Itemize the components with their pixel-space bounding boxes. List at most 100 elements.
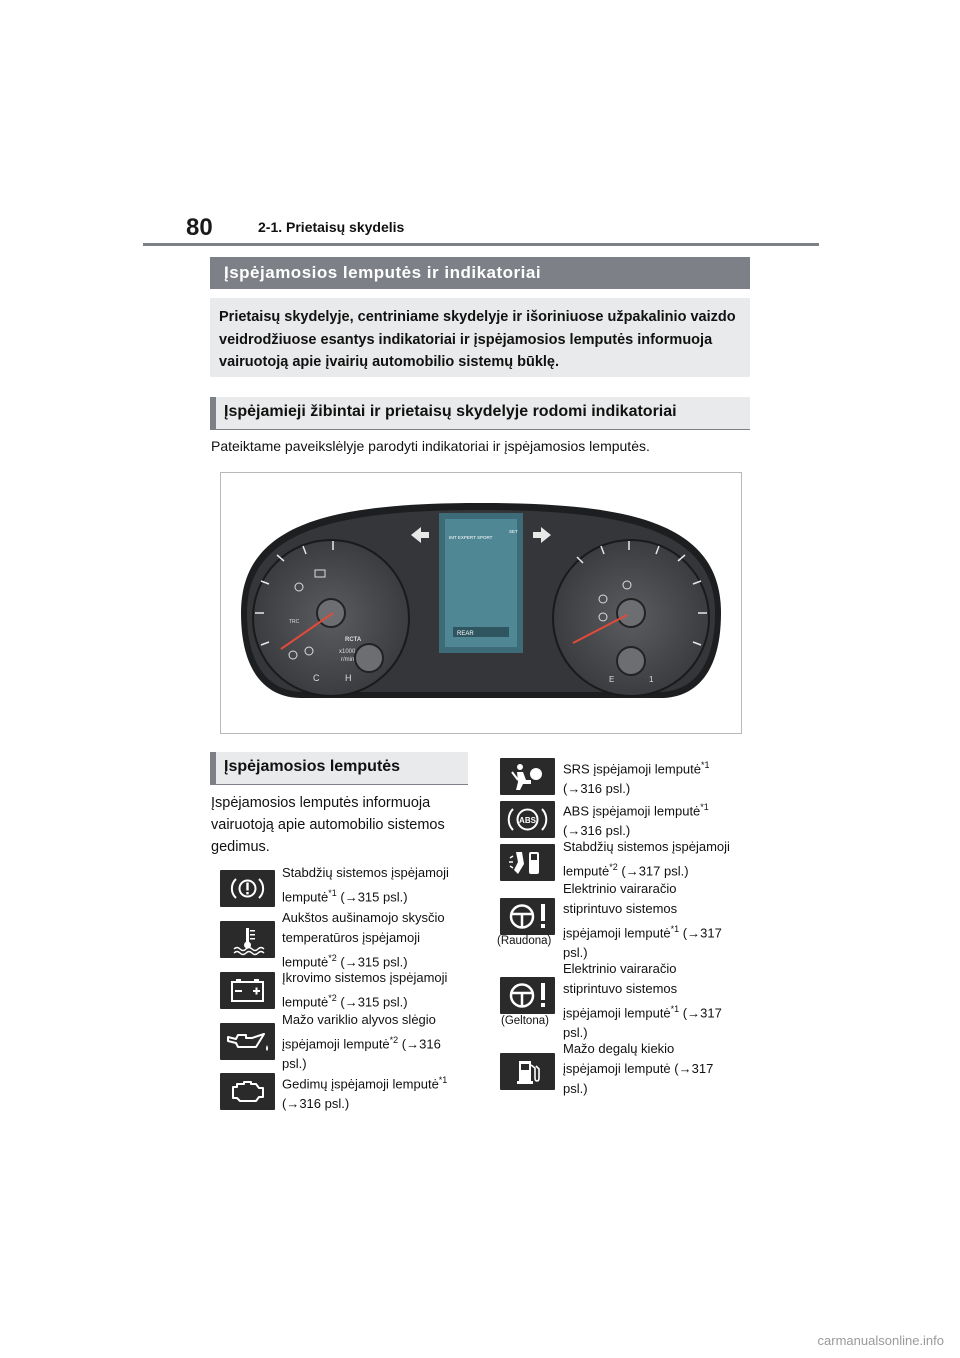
abs-symbol — [598, 594, 608, 604]
footnote-marker: *1 — [670, 1004, 680, 1014]
warning-battery-text: Įkrovimo sistemos įspėjamoji lemputė*2 (… — [282, 968, 472, 1012]
warning-srs-text: SRS įspėjamoji lemputė*1 (→316 psl.) — [563, 755, 753, 799]
speedo-ticks — [576, 541, 707, 646]
footnote-marker: *1 — [670, 924, 680, 934]
watermark: carmanualsonline.info — [817, 1333, 944, 1348]
tach-unit-1: x1000 — [339, 649, 356, 655]
text-line: Mažo degalų kiekio — [563, 1041, 675, 1056]
svg-text:ABS: ABS — [519, 816, 537, 825]
turn-left-arrow-icon — [411, 527, 429, 543]
warning-abs-text: ABS įspėjamoji lemputė*1 (→316 psl.) — [563, 797, 753, 841]
text-line: psl.) — [563, 945, 588, 961]
warning-eps-red-text: Elektrinio vairaračio stiprintuvo sistem… — [563, 879, 753, 963]
text-line: psl.) — [282, 1056, 307, 1072]
tach-ticks — [255, 541, 334, 646]
text-line: temperatūros įspėjamoji — [282, 930, 421, 945]
page-ref: (→317 — [679, 925, 722, 941]
steering-warning-yellow-icon — [500, 977, 555, 1014]
oil-pressure-icon — [220, 1023, 275, 1060]
figure-caption: Pateiktame paveikslėlyje parodyti indika… — [211, 438, 650, 454]
rcta-label: RCTA — [345, 637, 362, 643]
brake-pedal-icon — [500, 844, 555, 881]
vsc-symbol — [294, 582, 304, 592]
page-ref: (→317 psl.) — [617, 863, 689, 879]
text-line: psl.) — [563, 1081, 588, 1096]
warning-fuel-text: Mažo degalų kiekio įspėjamoji lemputė (→… — [563, 1039, 753, 1099]
banner: Įspėjamosios lemputės ir indikatoriai — [210, 257, 750, 289]
trc-label: TRC — [289, 619, 300, 625]
page-ref: (→316 psl.) — [282, 1096, 350, 1112]
subheading-bar — [210, 397, 216, 429]
subheading-warnings: Įspėjamosios lemputės — [210, 752, 468, 785]
page-ref: (→316 psl.) — [563, 781, 631, 797]
subheading-bar — [210, 752, 216, 784]
brake-symbol — [598, 612, 608, 622]
subheading-warnings-text: Įspėjamosios lemputės — [224, 758, 401, 775]
text-line: lemputė — [282, 994, 329, 1010]
display-mode: IMT EXPERT SPORT — [449, 535, 493, 540]
text-line: Stabdžių sistemos įspėjamoji — [563, 839, 730, 854]
abs-icon: ABS — [500, 801, 555, 838]
instrument-cluster-figure: x1000 r/min RCTA C H TRC IMT EXPERT SPOR… — [220, 472, 742, 734]
page-number: 80 — [186, 214, 213, 241]
color-note-yellow: (Geltona) — [501, 1015, 549, 1027]
page-ref: (→317 — [679, 1005, 722, 1021]
temp-hot: H — [345, 673, 352, 683]
footnote-marker: *1 — [328, 888, 337, 898]
text-line: Mažo variklio alyvos slėgio — [282, 1012, 436, 1027]
turn-right-arrow-icon — [533, 527, 551, 543]
subheading-indicators: Įspėjamieji žibintai ir prietaisų skydel… — [210, 397, 750, 430]
text-line: lemputė — [282, 954, 329, 970]
banner-title: Įspėjamosios lemputės ir indikatoriai — [224, 263, 542, 282]
text-line: psl.) — [563, 1025, 588, 1041]
text-line: Elektrinio vairaračio — [563, 961, 677, 976]
warning-engine-text: Gedimų įspėjamoji lemputė*1 (→316 psl.) — [282, 1070, 472, 1114]
footnote-marker: *1 — [438, 1075, 448, 1085]
brake-warning-icon — [220, 870, 275, 907]
battery-icon — [220, 972, 275, 1009]
subheading-indicators-text: Įspėjamieji žibintai ir prietaisų skydel… — [224, 403, 677, 420]
coolant-temp-icon — [220, 921, 275, 958]
intro-box: Prietaisų skydelyje, centriniame skydely… — [210, 298, 750, 377]
page-ref: (→315 psl.) — [336, 994, 408, 1010]
page-ref: (→315 psl.) — [336, 954, 408, 970]
check-engine-icon — [220, 1073, 275, 1110]
footnote-marker: *2 — [389, 1035, 399, 1045]
footnote-marker: *1 — [701, 760, 710, 770]
color-note-red: (Raudona) — [497, 935, 552, 947]
warning-coolant-text: Aukštos aušinamojo skysčio temperatūros … — [282, 908, 472, 972]
section-title: 2-1. Prietaisų skydelis — [258, 219, 405, 235]
warning-brake-system-text: Stabdžių sistemos įspėjamoji lemputė*2 (… — [563, 837, 753, 881]
rear-label: REAR — [457, 631, 474, 637]
fuel-empty: E — [609, 675, 614, 684]
text-line: Aukštos aušinamojo skysčio — [282, 910, 445, 925]
text-line: Stabdžių sistemos įspėjamoji — [282, 865, 449, 880]
page-ref: (→316 psl.) — [563, 823, 631, 839]
text-line: ABS įspėjamoji lemputė — [563, 803, 701, 819]
warnings-description: Įspėjamosios lemputės informuoja vairuot… — [211, 795, 445, 855]
warning-eps-yellow-text: Elektrinio vairaračio stiprintuvo sistem… — [563, 959, 753, 1043]
text-line: stiprintuvo sistemos — [563, 901, 678, 916]
page-ref: (→316 — [398, 1036, 441, 1052]
engine-symbol — [314, 569, 326, 578]
text-line: stiprintuvo sistemos — [563, 981, 678, 996]
low-fuel-icon — [500, 1053, 555, 1090]
page-ref: (→315 psl.) — [336, 889, 408, 905]
tach-unit-2: r/min — [341, 657, 354, 663]
text-line: Elektrinio vairaračio — [563, 881, 677, 896]
steering-warning-red-icon — [500, 898, 555, 935]
text-line: Gedimų įspėjamoji lemputė — [282, 1076, 439, 1092]
text-line: įspėjamoji lemputė (→317 — [563, 1061, 714, 1076]
text-line: įspėjamoji lemputė — [282, 1036, 390, 1052]
set-label: SET — [509, 529, 518, 534]
temp-cold: C — [313, 673, 320, 683]
a-symbol — [304, 646, 314, 656]
warning-oil-text: Mažo variklio alyvos slėgio įspėjamoji l… — [282, 1010, 472, 1074]
header-rule — [143, 243, 819, 246]
parking-brake-symbol — [622, 580, 632, 590]
footnote-marker: *2 — [328, 993, 337, 1003]
text-line: lemputė — [563, 863, 610, 879]
text-line: įspėjamoji lemputė — [563, 925, 671, 941]
fuel-full: 1 — [649, 675, 654, 684]
instrument-cluster-illustration: x1000 r/min RCTA C H TRC IMT EXPERT SPOR… — [241, 503, 721, 698]
